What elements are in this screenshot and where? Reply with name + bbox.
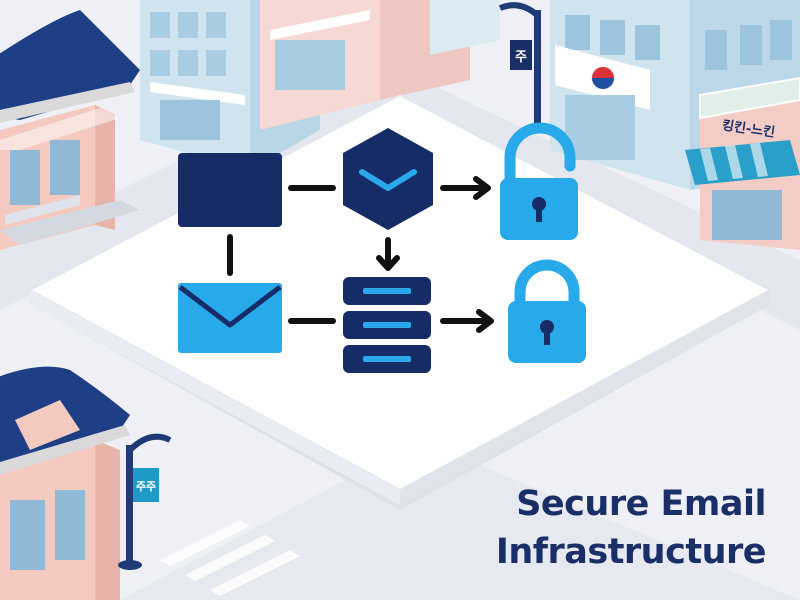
street-lamp-bottom — [118, 433, 172, 570]
arrow-hexagon-server-head — [376, 255, 400, 271]
shop-right — [685, 76, 800, 250]
hexagon-chevron-icon — [343, 128, 433, 230]
dark-square-icon — [178, 153, 282, 227]
arrow-hexagon-unlocked-head — [473, 176, 491, 200]
unlocked-padlock-icon — [500, 122, 578, 240]
server-stack-icon — [343, 277, 431, 373]
title-line-2: Infrastructure — [495, 532, 767, 572]
envelope-icon — [178, 283, 282, 353]
building-top-right-small — [430, 0, 500, 55]
hanok-top-left — [0, 10, 140, 250]
hanok-bottom-left — [0, 366, 130, 600]
shop-sign-text: 킹킨-느킨 — [721, 117, 776, 140]
building-top-middle — [260, 0, 470, 130]
title-line-1: Secure Email — [516, 484, 766, 524]
crosswalk — [160, 520, 300, 596]
arrow-server-locked-head — [476, 309, 494, 333]
locked-padlock-icon — [508, 259, 586, 363]
diagram-connections — [227, 176, 494, 333]
street-sign-top-text: 주 — [515, 50, 527, 65]
street-sign-bottom-text: 주주 — [136, 480, 156, 493]
